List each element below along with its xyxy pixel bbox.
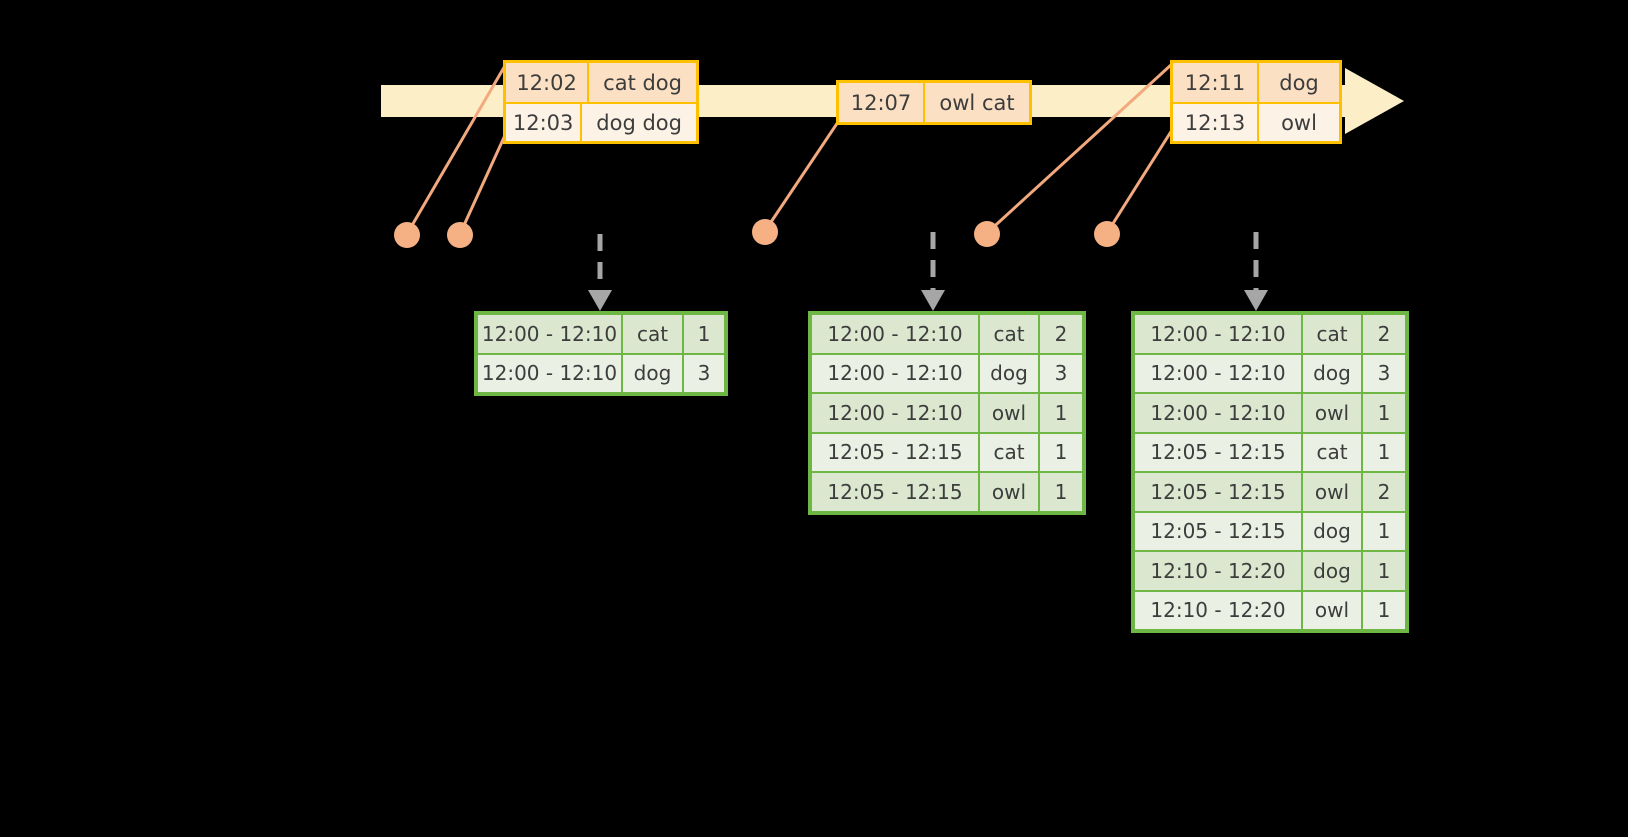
word-cell: cat — [1303, 433, 1361, 471]
word-cell: cat — [1303, 315, 1361, 353]
window-cell: 12:10 - 12:20 — [1135, 552, 1301, 590]
dashed-arrow-2 — [921, 232, 945, 311]
event-dot-group — [394, 219, 1120, 248]
event-row[interactable]: 12:11 dog — [1173, 63, 1339, 102]
word-cell: dog — [1303, 512, 1361, 550]
count-cell: 2 — [1363, 315, 1405, 353]
event-dot-4 — [974, 221, 1000, 247]
word-cell: cat — [623, 315, 682, 353]
event-time: 12:02 — [506, 63, 590, 102]
window-cell: 12:05 - 12:15 — [1135, 473, 1301, 511]
event-time: 12:03 — [506, 104, 583, 141]
word-cell: owl — [1303, 473, 1361, 511]
count-cell: 2 — [1040, 315, 1082, 353]
window-cell: 12:10 - 12:20 — [1135, 591, 1301, 629]
word-cell: owl — [1303, 591, 1361, 629]
word-cell: dog — [1303, 552, 1361, 590]
window-cell: 12:00 - 12:10 — [1135, 354, 1301, 392]
event-time: 12:13 — [1173, 104, 1259, 141]
count-cell: 1 — [1040, 433, 1082, 471]
window-cell: 12:00 - 12:10 — [812, 354, 978, 392]
window-cell: 12:00 - 12:10 — [478, 315, 621, 353]
dashed-trigger-arrows — [588, 232, 1268, 311]
word-cell: dog — [980, 354, 1038, 392]
event-row[interactable]: 12:02 cat dog — [506, 63, 696, 102]
window-cell: 12:00 - 12:10 — [812, 315, 978, 353]
event-words: cat dog — [589, 63, 696, 102]
event-row[interactable]: 12:03 dog dog — [506, 102, 696, 141]
event-time: 12:07 — [839, 83, 925, 122]
event-time: 12:11 — [1173, 63, 1259, 102]
window-cell: 12:05 - 12:15 — [1135, 512, 1301, 550]
window-cell: 12:05 - 12:15 — [812, 473, 978, 511]
count-cell: 1 — [1040, 473, 1082, 511]
count-cell: 1 — [684, 315, 724, 353]
event-words: owl cat — [925, 83, 1029, 122]
event-words: dog — [1259, 63, 1339, 102]
window-cell: 12:00 - 12:10 — [1135, 315, 1301, 353]
window-cell: 12:05 - 12:15 — [1135, 433, 1301, 471]
event-dot-5 — [1094, 221, 1120, 247]
count-cell: 3 — [1040, 354, 1082, 392]
count-cell: 3 — [684, 354, 724, 392]
dashed-arrow-3 — [1244, 232, 1268, 311]
count-cell: 1 — [1363, 552, 1405, 590]
count-cell: 1 — [1363, 512, 1405, 550]
event-words: dog dog — [582, 104, 696, 141]
event-dot-2 — [447, 222, 473, 248]
event-dot-3 — [752, 219, 778, 245]
word-cell: owl — [980, 394, 1038, 432]
word-cell: owl — [980, 473, 1038, 511]
count-cell: 1 — [1363, 591, 1405, 629]
dashed-arrow-1 — [588, 234, 612, 311]
count-cell: 2 — [1363, 473, 1405, 511]
word-cell: dog — [1303, 354, 1361, 392]
event-row[interactable]: 12:07 owl cat — [839, 83, 1029, 122]
word-cell: owl — [1303, 394, 1361, 432]
count-cell: 1 — [1363, 433, 1405, 471]
window-cell: 12:00 - 12:10 — [478, 354, 621, 392]
count-cell: 3 — [1363, 354, 1405, 392]
event-row[interactable]: 12:13 owl — [1173, 102, 1339, 141]
event-group-1[interactable]: 12:02 cat dog 12:03 dog dog — [503, 60, 699, 144]
count-cell: 1 — [1040, 394, 1082, 432]
word-cell: dog — [623, 354, 682, 392]
event-dot-1 — [394, 222, 420, 248]
event-group-3[interactable]: 12:11 dog 12:13 owl — [1170, 60, 1342, 144]
event-words: owl — [1259, 104, 1339, 141]
window-cell: 12:05 - 12:15 — [812, 433, 978, 471]
window-cell: 12:00 - 12:10 — [812, 394, 978, 432]
count-cell: 1 — [1363, 394, 1405, 432]
event-group-2[interactable]: 12:07 owl cat — [836, 80, 1032, 125]
word-cell: cat — [980, 315, 1038, 353]
word-cell: cat — [980, 433, 1038, 471]
window-cell: 12:00 - 12:10 — [1135, 394, 1301, 432]
